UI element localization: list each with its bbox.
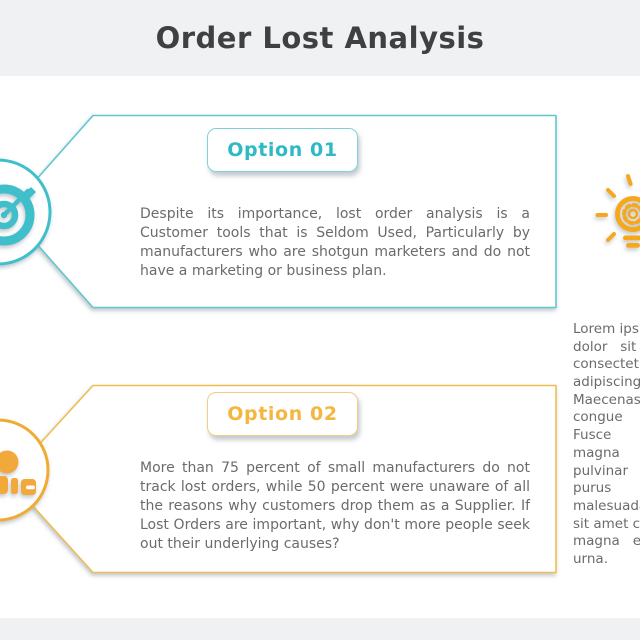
idea-bulb-icon: [595, 174, 640, 248]
right-column-line: pulvinar: [573, 462, 628, 479]
right-column-line: purus: [573, 480, 612, 497]
right-column-line: Lorem ipsum: [573, 321, 640, 337]
right-column-line: urna.: [573, 550, 608, 567]
header-band: Order Lost Analysis: [0, 0, 640, 76]
footer-band: [0, 618, 640, 640]
right-column-line: malesuada: [573, 497, 640, 514]
option2-circle-badge: [0, 418, 50, 522]
target-dart-icon: [0, 184, 36, 246]
right-column-line: congue: [573, 409, 623, 426]
presenter-chart-icon: [0, 450, 36, 495]
option2-label-box: Option 02: [207, 392, 358, 436]
option2-label: Option 02: [227, 403, 338, 425]
right-column-line: consectetuer: [573, 356, 640, 373]
right-column-line: Fusce: [573, 427, 612, 444]
right-column-text: Lorem ipsumdolor sitconsectetueradipisci…: [573, 321, 640, 569]
right-column-line: sit amet co: [573, 515, 640, 532]
right-column-line: adipiscing el: [573, 374, 640, 391]
option2-body-text: More than 75 percent of small manufactur…: [140, 460, 530, 552]
option1-label-box: Option 01: [207, 128, 358, 172]
right-column-line: Maecenas: [573, 391, 640, 408]
right-column-line: dolor sit: [573, 338, 637, 355]
right-column-line: magna er: [573, 533, 640, 550]
right-column-line: magna: [573, 444, 620, 461]
option1-label: Option 01: [227, 139, 338, 161]
page-title: Order Lost Analysis: [155, 21, 485, 55]
option1-body-text: Despite its importance, lost order analy…: [140, 206, 530, 279]
